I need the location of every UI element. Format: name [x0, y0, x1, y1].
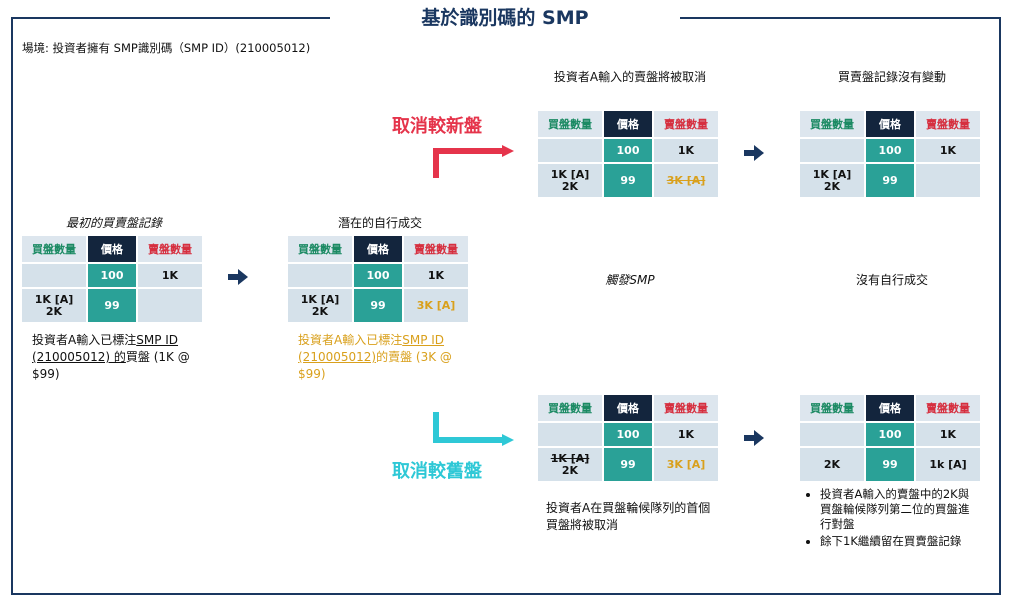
sell-cell: 3K [A]	[654, 448, 718, 481]
price-header: 價格	[604, 395, 652, 421]
right-arrow-icon	[228, 269, 248, 285]
buy-qty-header: 買盤數量	[538, 111, 602, 137]
cancel-newer-label: 取消較新盤	[392, 116, 482, 137]
sell-cell: 1K	[654, 423, 718, 446]
buy-cell: 2K	[800, 448, 864, 481]
price-header: 價格	[866, 395, 914, 421]
buy-cell: 1K [A] 2K	[538, 164, 602, 197]
bullet-item: 餘下1K繼續留在買賣盤記錄	[820, 534, 976, 549]
cancel-newer-order-book: 買盤數量 價格 賣盤數量 100 1K 1K [A] 2K 99 3K [A]	[536, 109, 720, 199]
potential-order-book: 買盤數量 價格 賣盤數量 100 1K 1K [A] 2K 99 3K [A]	[286, 234, 470, 324]
no-self-match-label: 沒有自行成交	[855, 273, 928, 287]
sell-qty-header: 賣盤數量	[404, 236, 468, 262]
cancel-older-path-arrow	[433, 412, 514, 446]
page-title: 基於識別碼的 SMP	[421, 7, 589, 29]
buy-qty-header: 買盤數量	[800, 395, 864, 421]
desc-text: 投資者A輸入已標注	[32, 333, 137, 347]
buy-qty-header: 買盤數量	[800, 111, 864, 137]
sell-cell: 1K	[138, 264, 202, 287]
price-cell: 100	[866, 139, 914, 162]
sell-cell: 1K	[404, 264, 468, 287]
buy-qty-header: 買盤數量	[288, 236, 352, 262]
price-cell: 99	[604, 448, 652, 481]
price-header: 價格	[866, 111, 914, 137]
price-cell: 99	[604, 164, 652, 197]
sell-cell: 3K [A]	[404, 289, 468, 322]
sell-qty-header: 賣盤數量	[916, 395, 980, 421]
sell-cell: 1k [A]	[916, 448, 980, 481]
result-older-notes: 投資者A輸入的賣盤中的2K與買盤輪候隊列第二位的買盤進行對盤 餘下1K繼續留在買…	[804, 487, 976, 551]
price-cell: 99	[866, 164, 914, 197]
buy-cell: 1K [A] 2K	[538, 448, 602, 481]
result-older-order-book: 買盤數量 價格 賣盤數量 100 1K 2K 99 1k [A]	[798, 393, 982, 483]
bullet-item: 投資者A輸入的賣盤中的2K與買盤輪候隊列第二位的買盤進行對盤	[820, 487, 976, 532]
price-cell: 100	[866, 423, 914, 446]
potential-caption: 潛在的自行成交	[337, 216, 422, 230]
desc-text: 的賣盤 (3K @ $99)	[298, 350, 452, 381]
buy-cell	[288, 264, 352, 287]
price-cell: 99	[354, 289, 402, 322]
sell-cell	[138, 289, 202, 322]
smp-id-text: SMP ID (210005012)	[298, 333, 445, 364]
sell-cell-cancelled: 3K [A]	[654, 164, 718, 197]
price-header: 價格	[604, 111, 652, 137]
smp-id-text: SMP ID (210005012) 的	[32, 333, 179, 364]
cancel-newer-caption: 投資者A輸入的賣盤將被取消	[553, 70, 707, 84]
cancel-older-order-book: 買盤數量 價格 賣盤數量 100 1K 1K [A] 2K 99 3K [A]	[536, 393, 720, 483]
right-arrow-icon	[744, 145, 764, 161]
buy-cell: 1K [A] 2K	[800, 164, 864, 197]
price-cell: 99	[866, 448, 914, 481]
buy-qty-header: 買盤數量	[22, 236, 86, 262]
price-cell: 100	[88, 264, 136, 287]
title-bar: 基於識別碼的 SMP	[330, 4, 680, 32]
buy-cell	[22, 264, 86, 287]
buy-cell	[538, 423, 602, 446]
buy-cell	[800, 423, 864, 446]
no-change-caption: 買賣盤記錄沒有變動	[837, 70, 946, 84]
initial-description: 投資者A輸入已標注SMP ID (210005012) 的買盤 (1K @ $9…	[32, 332, 204, 383]
price-header: 價格	[354, 236, 402, 262]
sell-qty-header: 賣盤數量	[916, 111, 980, 137]
right-arrow-icon	[744, 430, 764, 446]
trigger-smp-label: 觸發SMP	[605, 273, 655, 287]
no-change-order-book: 買盤數量 價格 賣盤數量 100 1K 1K [A] 2K 99	[798, 109, 982, 199]
price-cell: 100	[604, 139, 652, 162]
buy-cell: 1K [A] 2K	[22, 289, 86, 322]
initial-order-book: 買盤數量 價格 賣盤數量 100 1K 1K [A] 2K 99	[20, 234, 204, 324]
price-header: 價格	[88, 236, 136, 262]
sell-qty-header: 賣盤數量	[654, 395, 718, 421]
sell-qty-header: 賣盤數量	[138, 236, 202, 262]
price-cell: 100	[604, 423, 652, 446]
initial-caption: 最初的買賣盤記錄	[65, 216, 162, 230]
buy-cell	[538, 139, 602, 162]
result-bullet-list: 投資者A輸入的賣盤中的2K與買盤輪候隊列第二位的買盤進行對盤 餘下1K繼續留在買…	[804, 487, 976, 549]
sell-cell: 1K	[654, 139, 718, 162]
remaining-buy-order: 2K	[561, 463, 579, 477]
cancel-newer-path-arrow	[433, 145, 514, 178]
cancel-older-caption: 投資者A在買盤輪候隊列的首個買盤將被取消	[546, 501, 711, 532]
sell-cell	[916, 164, 980, 197]
buy-cell	[800, 139, 864, 162]
scenario-text: 場境: 投資者擁有 SMP識別碼（SMP ID）(210005012)	[22, 41, 311, 55]
sell-cell: 1K	[916, 423, 980, 446]
cancel-older-label: 取消較舊盤	[392, 461, 482, 482]
price-cell: 100	[354, 264, 402, 287]
sell-cell: 1K	[916, 139, 980, 162]
potential-description: 投資者A輸入已標注SMP ID (210005012)的賣盤 (3K @ $99…	[298, 332, 470, 383]
cancelled-buy-order: 1K [A]	[550, 451, 590, 465]
desc-text: 買盤 (1K @ $99)	[32, 350, 190, 381]
desc-text: 投資者A輸入已標注	[298, 333, 403, 347]
sell-qty-header: 賣盤數量	[654, 111, 718, 137]
buy-cell: 1K [A] 2K	[288, 289, 352, 322]
price-cell: 99	[88, 289, 136, 322]
buy-qty-header: 買盤數量	[538, 395, 602, 421]
